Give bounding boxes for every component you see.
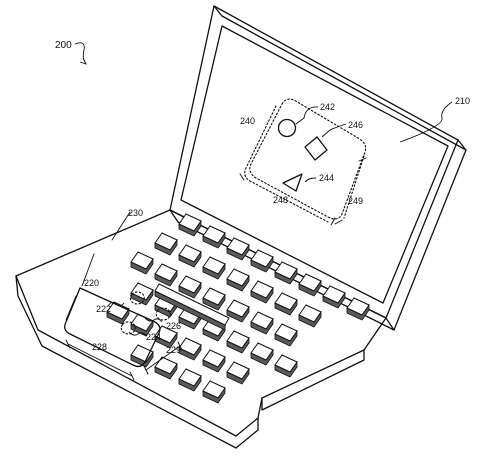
keyboard-key <box>250 249 274 268</box>
keyboard-key <box>178 244 202 263</box>
laptop-base <box>15 209 387 449</box>
label-230: 230 <box>128 208 143 218</box>
keyboard-key <box>226 299 250 318</box>
label-228: 228 <box>92 342 107 352</box>
label-246: 246 <box>348 120 363 130</box>
label-248: 248 <box>273 195 288 205</box>
keyboard-key <box>226 268 250 287</box>
keyboard-key <box>250 280 274 299</box>
keyboard-230 <box>106 213 370 404</box>
keyboard-key <box>154 263 178 282</box>
keyboard-key <box>178 368 202 387</box>
keyboard-key <box>202 256 226 275</box>
keyboard-key <box>298 304 322 323</box>
label-226: 226 <box>166 321 181 331</box>
keyboard-key <box>322 285 346 304</box>
keyboard-key <box>298 273 322 292</box>
keyboard-key <box>178 337 202 356</box>
touch-region-220 <box>64 287 171 368</box>
leader-lines <box>74 42 453 183</box>
keyboard-key <box>106 301 130 320</box>
keyboard-key <box>346 297 370 316</box>
display-screen <box>180 25 449 304</box>
label-224: 224 <box>146 332 161 342</box>
keyboard-key <box>274 354 298 373</box>
label-220: 220 <box>84 278 99 288</box>
keyboard-key <box>202 380 226 399</box>
keyboard-key <box>226 237 250 256</box>
window-240 <box>239 98 367 226</box>
space-bar <box>154 283 230 331</box>
label-229: 229 <box>166 345 181 355</box>
dimension-lines <box>65 211 183 381</box>
label-242: 242 <box>320 102 335 112</box>
keyboard-key <box>130 282 154 301</box>
keyboard-key <box>154 232 178 251</box>
label-244: 244 <box>319 173 334 183</box>
keyboard-key <box>226 361 250 380</box>
label-210: 210 <box>455 96 470 106</box>
reference-labels: 200 210 220 222 224 226 228 229 230 240 … <box>55 40 470 355</box>
keyboard-key <box>202 225 226 244</box>
keyboard-key <box>202 349 226 368</box>
label-200: 200 <box>55 40 72 51</box>
keyboard-key <box>178 275 202 294</box>
label-240: 240 <box>240 116 255 126</box>
keyboard-key <box>250 342 274 361</box>
keyboard-key <box>154 356 178 375</box>
circle-icon <box>277 118 297 138</box>
keyboard-key <box>274 292 298 311</box>
triangle-icon <box>282 173 303 192</box>
keyboard-key <box>226 330 250 349</box>
keyboard-key <box>250 311 274 330</box>
square-icon <box>304 136 328 161</box>
label-222: 222 <box>96 304 111 314</box>
keyboard-key <box>202 287 226 306</box>
keyboard-key <box>274 261 298 280</box>
keyboard-key <box>274 323 298 342</box>
keyboard-key <box>130 251 154 270</box>
keyboard-key <box>178 213 202 232</box>
label-249: 249 <box>348 196 363 206</box>
keyboard-key <box>154 325 178 344</box>
